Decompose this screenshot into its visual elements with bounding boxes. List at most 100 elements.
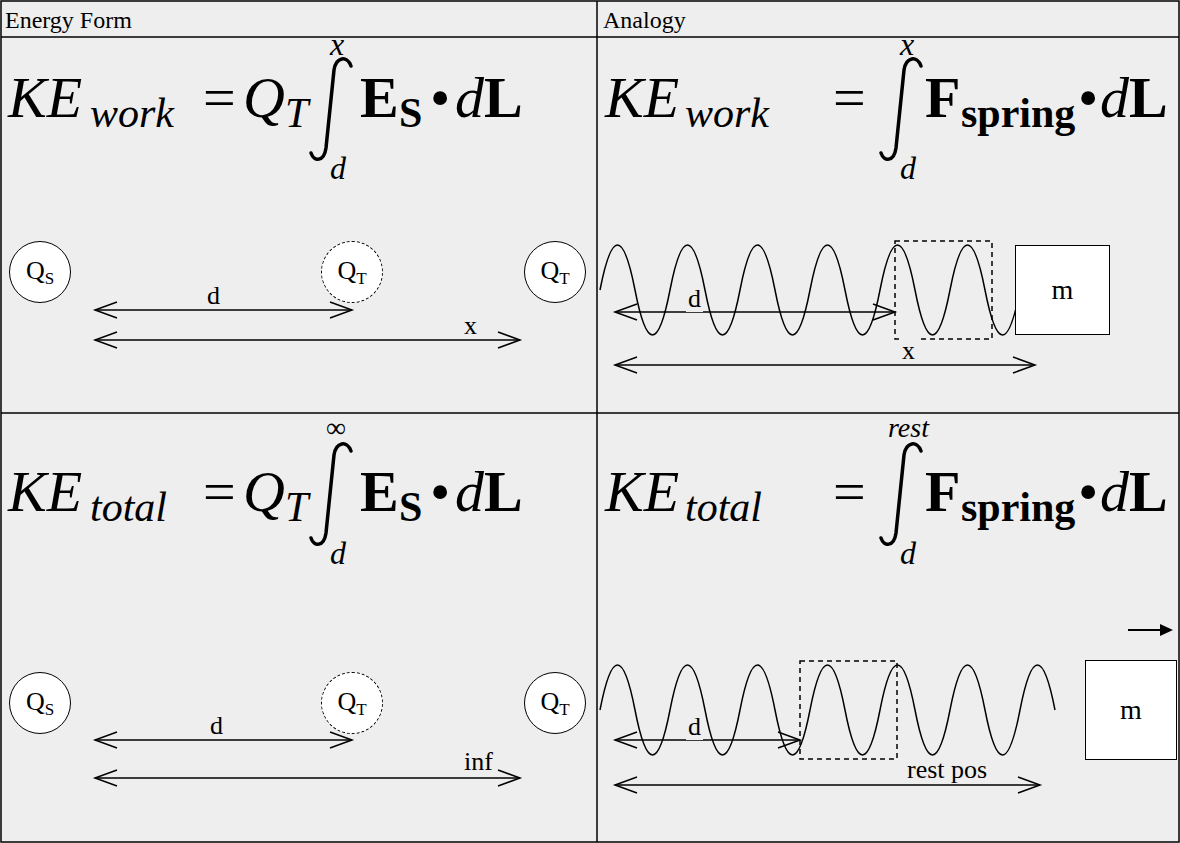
test-charge: QT bbox=[524, 672, 586, 734]
equation-term: E bbox=[360, 463, 399, 521]
equation-term: KE bbox=[8, 69, 82, 127]
equation-term: L bbox=[484, 463, 523, 521]
charge-symbol: Q bbox=[540, 687, 559, 716]
equation-term: KE bbox=[605, 463, 679, 521]
equation-term: L bbox=[1129, 463, 1168, 521]
equation-term: x bbox=[900, 28, 914, 60]
table-rule bbox=[1, 36, 1179, 38]
equation-term: ∞ bbox=[326, 414, 346, 442]
integral-sign bbox=[311, 59, 351, 159]
integral-sign bbox=[311, 444, 351, 544]
mass-block: m bbox=[1085, 660, 1177, 760]
arrowhead bbox=[778, 732, 800, 748]
spring-coil bbox=[600, 665, 1055, 755]
equation-term: L bbox=[1129, 69, 1168, 127]
node-label: m bbox=[1052, 276, 1074, 304]
equation-term: spring bbox=[961, 486, 1075, 528]
charge-subscript: S bbox=[45, 269, 54, 288]
equation-term: = bbox=[203, 463, 236, 521]
source-charge: QS bbox=[9, 241, 71, 303]
arrowhead bbox=[95, 332, 117, 348]
spring-segment-outline bbox=[800, 661, 897, 759]
equation-term: d bbox=[1100, 463, 1129, 521]
dimension-label: x bbox=[462, 313, 479, 339]
equation-term: total bbox=[90, 486, 167, 528]
equation-term: Q bbox=[243, 69, 285, 127]
dimension-label: d bbox=[686, 714, 703, 740]
equation-term: T bbox=[285, 486, 308, 528]
dimension-line bbox=[95, 739, 352, 741]
mass-block: m bbox=[1015, 245, 1110, 335]
arrowhead bbox=[615, 777, 637, 793]
equation-term: F bbox=[925, 69, 960, 127]
equation-term: total bbox=[685, 486, 762, 528]
dimension-label: d bbox=[205, 283, 222, 309]
arrowhead bbox=[95, 302, 117, 318]
dimension-label: d bbox=[686, 286, 703, 312]
test-charge-start: QT bbox=[321, 241, 383, 303]
dimension-line bbox=[615, 784, 1040, 786]
equation-term: Q bbox=[243, 463, 285, 521]
equation-term: d bbox=[330, 152, 346, 184]
equation-term: • bbox=[430, 463, 450, 521]
test-charge-start: QT bbox=[321, 672, 383, 734]
integral-sign bbox=[881, 444, 921, 544]
column-header: Analogy bbox=[603, 8, 686, 32]
charge-symbol: m bbox=[1120, 694, 1142, 725]
node-label: QS bbox=[26, 689, 54, 718]
equation-term: • bbox=[1078, 463, 1098, 521]
dimension-label: rest pos bbox=[905, 757, 989, 783]
equation-term: work bbox=[685, 92, 769, 134]
arrowhead bbox=[498, 770, 520, 786]
equation-term: d bbox=[330, 537, 346, 569]
motion-arrowhead bbox=[1160, 624, 1173, 636]
arrowhead bbox=[1018, 777, 1040, 793]
equation-term: d bbox=[1100, 69, 1129, 127]
dimension-line bbox=[615, 364, 1035, 366]
dimension-line bbox=[615, 739, 800, 741]
equation-term: rest bbox=[888, 414, 929, 442]
charge-symbol: Q bbox=[337, 687, 356, 716]
arrowhead bbox=[615, 304, 637, 320]
table-rule bbox=[596, 1, 598, 842]
motion-arrow bbox=[1128, 629, 1162, 631]
spring-coil bbox=[600, 245, 1020, 335]
arrowhead bbox=[95, 732, 117, 748]
column-header: Energy Form bbox=[5, 8, 132, 32]
arrowhead bbox=[1013, 357, 1035, 373]
arrowhead bbox=[615, 732, 637, 748]
arrowhead bbox=[95, 770, 117, 786]
node-label: QT bbox=[337, 258, 366, 287]
equation-term: • bbox=[430, 69, 450, 127]
charge-symbol: Q bbox=[26, 687, 45, 716]
arrowhead bbox=[873, 304, 895, 320]
equation-term: spring bbox=[961, 92, 1075, 134]
equation-term: • bbox=[1078, 69, 1098, 127]
equation-term: L bbox=[484, 69, 523, 127]
dimension-label: x bbox=[900, 338, 917, 364]
equation-term: work bbox=[90, 92, 174, 134]
node-label: QT bbox=[540, 258, 569, 287]
equation-term: F bbox=[925, 463, 960, 521]
equation-term: T bbox=[285, 92, 308, 134]
arrowhead bbox=[330, 302, 352, 318]
charge-symbol: m bbox=[1052, 274, 1074, 305]
dimension-line bbox=[95, 339, 520, 341]
node-label: m bbox=[1120, 696, 1142, 724]
integral-sign bbox=[881, 59, 921, 159]
dimension-line bbox=[615, 311, 895, 313]
arrowhead bbox=[615, 357, 637, 373]
table-rule bbox=[1, 412, 1179, 414]
charge-symbol: Q bbox=[337, 256, 356, 285]
equation-term: d bbox=[900, 152, 916, 184]
equation-term: x bbox=[330, 28, 344, 60]
charge-subscript: T bbox=[356, 269, 366, 288]
equation-term: d bbox=[455, 463, 484, 521]
dimension-label: inf bbox=[462, 749, 495, 775]
equation-term: KE bbox=[605, 69, 679, 127]
equation-term: S bbox=[399, 92, 422, 134]
charge-subscript: T bbox=[559, 269, 569, 288]
equation-term: = bbox=[833, 463, 866, 521]
equation-term: d bbox=[455, 69, 484, 127]
